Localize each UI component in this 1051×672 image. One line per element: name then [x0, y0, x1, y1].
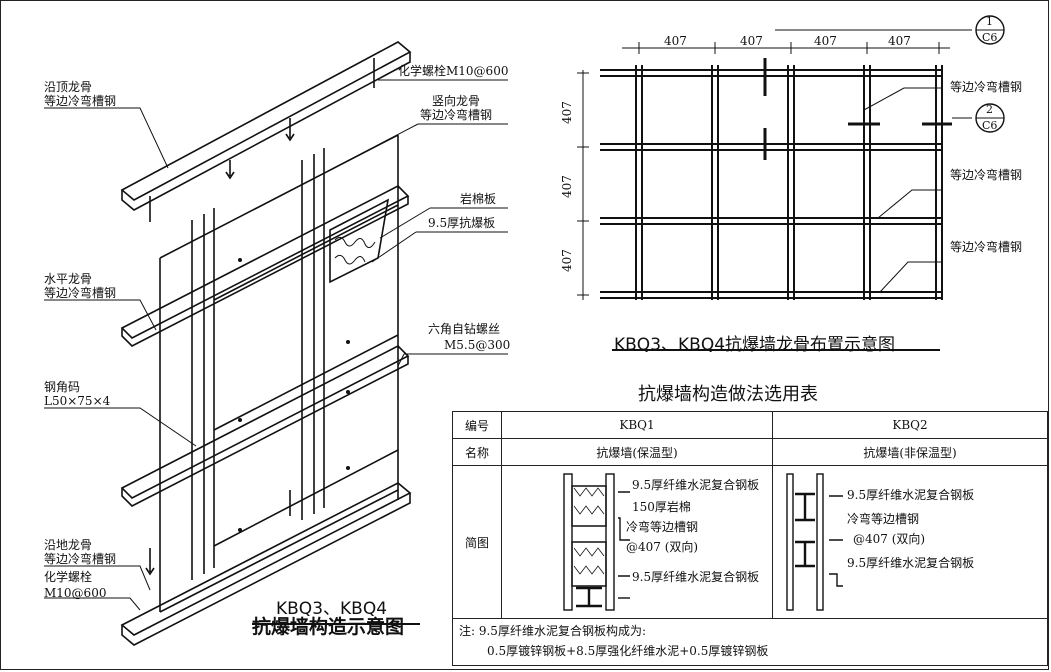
- kbq2-name: 抗爆墙(非保温型): [772, 438, 1048, 466]
- kbq1-layer-2: 150厚岩棉: [632, 500, 691, 514]
- kbq1-name: 抗爆墙(保温型): [501, 438, 773, 466]
- angle-bracket-spec-label: L50×75×4: [44, 394, 111, 408]
- header-name: 名称: [452, 438, 502, 466]
- blast-board-label: 9.5厚抗爆板: [428, 216, 496, 230]
- kbq2-section-sketch: [786, 473, 843, 611]
- dim-left-3: 407: [560, 249, 574, 272]
- kbq1-code: KBQ1: [501, 411, 773, 439]
- kbq1-layer-5: 9.5厚纤维水泥复合钢板: [632, 570, 760, 584]
- kbq2-sketch: 9.5厚纤维水泥复合钢板 冷弯等边槽钢 @407 (双向) 9.5厚纤维水泥复合…: [772, 465, 1048, 619]
- kbq1-section-sketch: [563, 473, 630, 611]
- keel-grid: [600, 65, 943, 300]
- dim-top-4: 407: [888, 34, 911, 48]
- grid-channel-label-2: 等边冷弯槽钢: [950, 168, 1023, 182]
- horizontal-keel-2: [120, 345, 410, 499]
- top-track: [120, 41, 412, 201]
- rock-wool-label: 岩棉板: [460, 192, 497, 206]
- kbq2-layer-3: @407 (双向): [853, 532, 926, 546]
- header-no: 编号: [452, 411, 502, 439]
- bottom-track-label: 沿地龙骨: [44, 538, 93, 552]
- kbq2-layer-2: 冷弯等边槽钢: [847, 512, 920, 526]
- horizontal-keel-label: 水平龙骨: [44, 272, 93, 286]
- selection-table: 编号 KBQ1 KBQ2 名称 抗爆墙(保温型) 抗爆墙(非保温型) 简图: [452, 411, 1048, 619]
- axonometric-title-line2: 抗爆墙构造示意图: [252, 616, 405, 638]
- grid-channel-label-1: 等边冷弯槽钢: [950, 80, 1023, 94]
- dimension-lines: [577, 29, 972, 300]
- kbq2-layer-4: 9.5厚纤维水泥复合钢板: [847, 556, 975, 570]
- callout-2-number: 2: [986, 103, 993, 116]
- axonometric-title-line1: KBQ3、KBQ4: [276, 599, 388, 619]
- table-title: 抗爆墙构造做法选用表: [638, 384, 818, 405]
- kbq1-layer-1: 9.5厚纤维水泥复合钢板: [632, 478, 760, 492]
- dim-left-1: 407: [560, 101, 574, 124]
- vertical-keel-label: 竖向龙骨: [432, 94, 481, 108]
- horizontal-keel-1: [120, 185, 410, 339]
- header-sketch: 简图: [452, 465, 502, 619]
- note-line-2: 0.5厚镀锌钢板+8.5厚强化纤维水泥+0.5厚镀锌钢板: [487, 644, 769, 658]
- dim-top-1: 407: [664, 34, 687, 48]
- chemical-bolt-bottom-label: 化学螺栓: [44, 570, 93, 584]
- top-track-material-label: 等边冷弯槽钢: [44, 94, 117, 108]
- grid-plan-title: KBQ3、KBQ4抗爆墙龙骨布置示意图: [614, 335, 896, 355]
- kbq2-layer-1: 9.5厚纤维水泥复合钢板: [847, 488, 975, 502]
- grid-channel-label-3: 等边冷弯槽钢: [950, 240, 1023, 254]
- kbq1-sketch: 9.5厚纤维水泥复合钢板 150厚岩棉 冷弯等边槽钢 @407 (双向) 9.5…: [501, 465, 773, 619]
- kbq2-code: KBQ2: [772, 411, 1048, 439]
- kbq1-layer-4: @407 (双向): [626, 540, 699, 554]
- horizontal-keel-material-label: 等边冷弯槽钢: [44, 286, 117, 300]
- callout-1-number: 1: [986, 15, 993, 28]
- chemical-bolt-top-label: 化学螺栓M10@600: [398, 64, 509, 78]
- dim-left-2: 407: [560, 175, 574, 198]
- dim-top-3: 407: [814, 34, 837, 48]
- table-note: 注: 9.5厚纤维水泥复合钢板构成为: 0.5厚镀锌钢板+8.5厚强化纤维水泥+…: [452, 618, 1048, 666]
- chemical-bolt-bottom-spec-label: M10@600: [44, 586, 107, 600]
- screw-spec-label: M5.5@300: [444, 338, 511, 352]
- vertical-keel-material-label: 等边冷弯槽钢: [420, 108, 493, 122]
- top-track-label: 沿顶龙骨: [44, 80, 93, 94]
- angle-bracket-label: 钢角码: [44, 380, 81, 394]
- vertical-keel-2: [301, 148, 325, 520]
- callout-2-sheet: C6: [982, 119, 998, 132]
- dim-top-2: 407: [740, 34, 763, 48]
- vertical-keel-1: [191, 208, 215, 580]
- kbq1-layer-3: 冷弯等边槽钢: [626, 520, 699, 534]
- bottom-track-material-label: 等边冷弯槽钢: [44, 552, 117, 566]
- note-line-1: 注: 9.5厚纤维水泥复合钢板构成为:: [459, 624, 646, 638]
- callout-1-sheet: C6: [982, 31, 998, 44]
- rock-wool-cutaway: [329, 198, 390, 284]
- screw-label: 六角自钻螺丝: [428, 322, 501, 336]
